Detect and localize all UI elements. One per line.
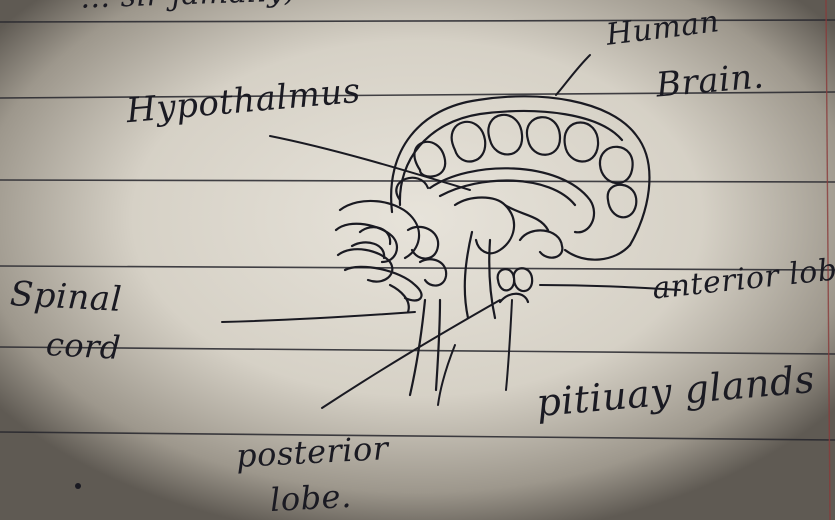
label-cord: cord <box>45 328 122 364</box>
label-spinal: Spinal <box>9 277 123 317</box>
label-posterior: posterior <box>235 432 389 472</box>
ink-dot <box>75 483 81 489</box>
label-brain: Brain. <box>655 59 766 102</box>
label-lobe: lobe. <box>269 480 352 516</box>
